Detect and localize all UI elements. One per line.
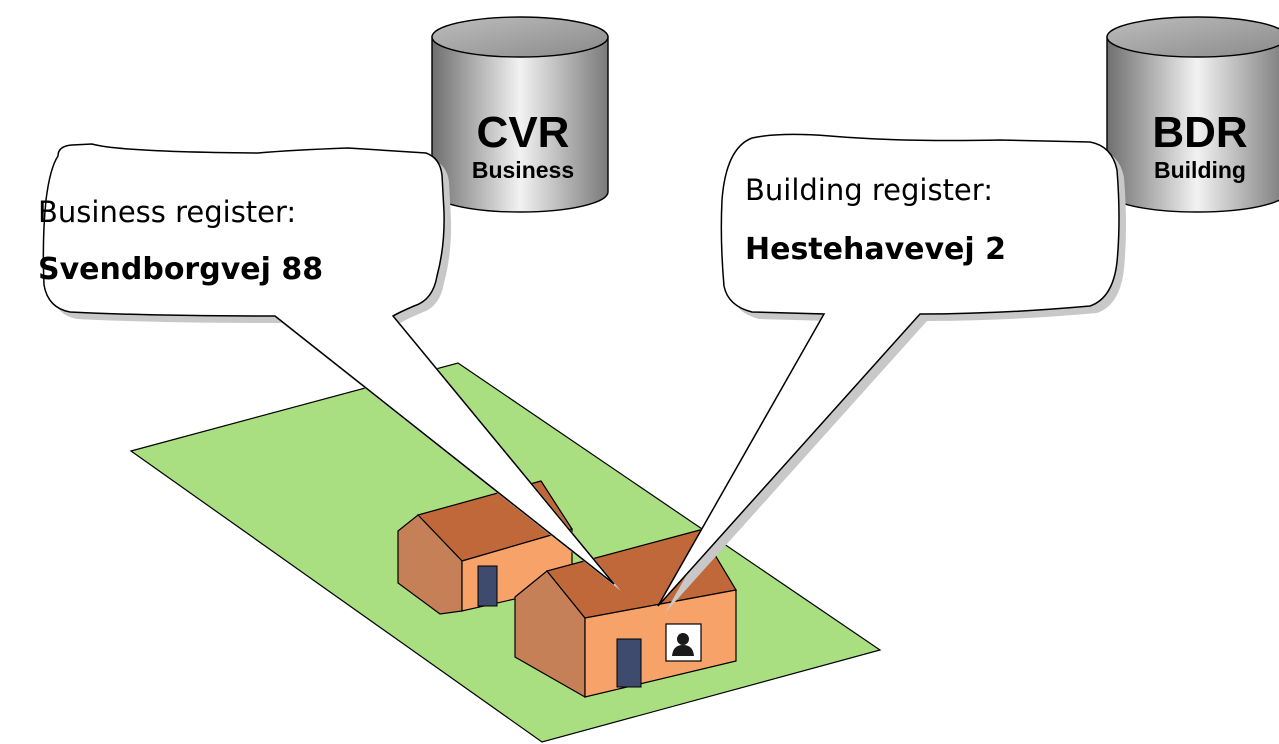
cvr-database-icon — [431, 16, 609, 213]
cvr-label: Business — [472, 157, 574, 183]
bdr-code: BDR — [1152, 108, 1247, 157]
bdr-database-icon — [1106, 16, 1279, 213]
front-house-door — [616, 638, 642, 688]
building-callout-caption: Building register: — [745, 173, 993, 207]
person-icon-head — [677, 633, 689, 645]
business-callout — [42, 143, 622, 591]
bdr-label: Building — [1154, 157, 1246, 183]
building-callout-address: Hestehavevej 2 — [745, 232, 1006, 267]
cvr-code: CVR — [477, 108, 570, 157]
person-icon-body — [672, 645, 694, 656]
business-callout-caption: Business register: — [38, 195, 296, 229]
back-house-door — [477, 565, 498, 607]
business-callout-address: Svendborgvej 88 — [38, 252, 323, 287]
building-callout — [657, 133, 1126, 613]
